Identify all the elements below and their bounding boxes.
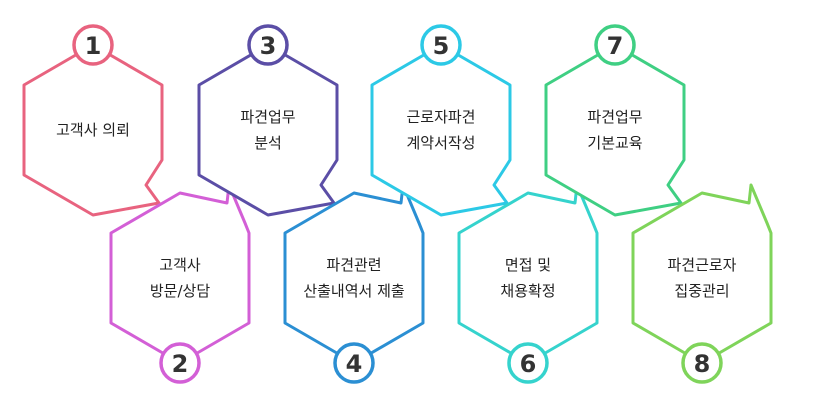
step-7-number: 7 bbox=[607, 32, 624, 60]
step-3-badge bbox=[247, 24, 289, 66]
step-3-number: 3 bbox=[260, 32, 277, 60]
step-6-number: 6 bbox=[520, 350, 537, 378]
step-1-hexagon bbox=[22, 43, 164, 217]
step-5-badge bbox=[420, 24, 462, 66]
step-2-number: 2 bbox=[172, 350, 189, 378]
step-6-label-line-1: 면접 및 bbox=[505, 256, 551, 274]
step-8-label-line-2: 집중관리 bbox=[674, 282, 729, 300]
step-4-number: 4 bbox=[346, 350, 363, 378]
step-8-number: 8 bbox=[694, 350, 711, 378]
step-8-label-line-1: 파견근로자 bbox=[667, 256, 736, 274]
step-7-label-line-2: 기본교육 bbox=[587, 134, 642, 152]
step-3-hexagon bbox=[197, 43, 339, 217]
step-6-label-line-2: 채용확정 bbox=[500, 282, 555, 300]
step-7-label-line-1: 파견업무 bbox=[587, 108, 642, 126]
step-4-hexagon bbox=[283, 183, 425, 365]
step-2-label-line-2: 방문/상담 bbox=[150, 282, 210, 300]
step-5-hexagon bbox=[370, 43, 512, 217]
step-5-number: 5 bbox=[433, 32, 450, 60]
step-8-badge bbox=[681, 342, 723, 384]
step-3-label-line-2: 분석 bbox=[254, 134, 282, 152]
step-7-hexagon bbox=[544, 43, 686, 217]
step-1: 1 고객사 의뢰 bbox=[22, 24, 164, 217]
step-1-badge bbox=[72, 24, 114, 66]
step-6-badge bbox=[507, 342, 549, 384]
step-2-badge bbox=[159, 342, 201, 384]
step-7-badge bbox=[594, 24, 636, 66]
step-5-label-line-1: 근로자파견 bbox=[406, 108, 475, 126]
step-4-label-line-1: 파견관련 bbox=[326, 256, 381, 274]
step-2-hexagon bbox=[109, 183, 251, 365]
step-1-number: 1 bbox=[85, 32, 102, 60]
step-2-label-line-1: 고객사 bbox=[159, 256, 201, 274]
step-5-label-line-2: 계약서작성 bbox=[406, 134, 475, 152]
step-3-label-line-1: 파견업무 bbox=[240, 108, 295, 126]
step-4-badge bbox=[333, 342, 375, 384]
step-6-hexagon bbox=[457, 183, 599, 365]
step-8-hexagon bbox=[631, 183, 773, 365]
step-4-label-line-2: 산출내역서 제출 bbox=[303, 282, 404, 300]
step-1-label-line-1: 고객사 의뢰 bbox=[56, 121, 130, 139]
